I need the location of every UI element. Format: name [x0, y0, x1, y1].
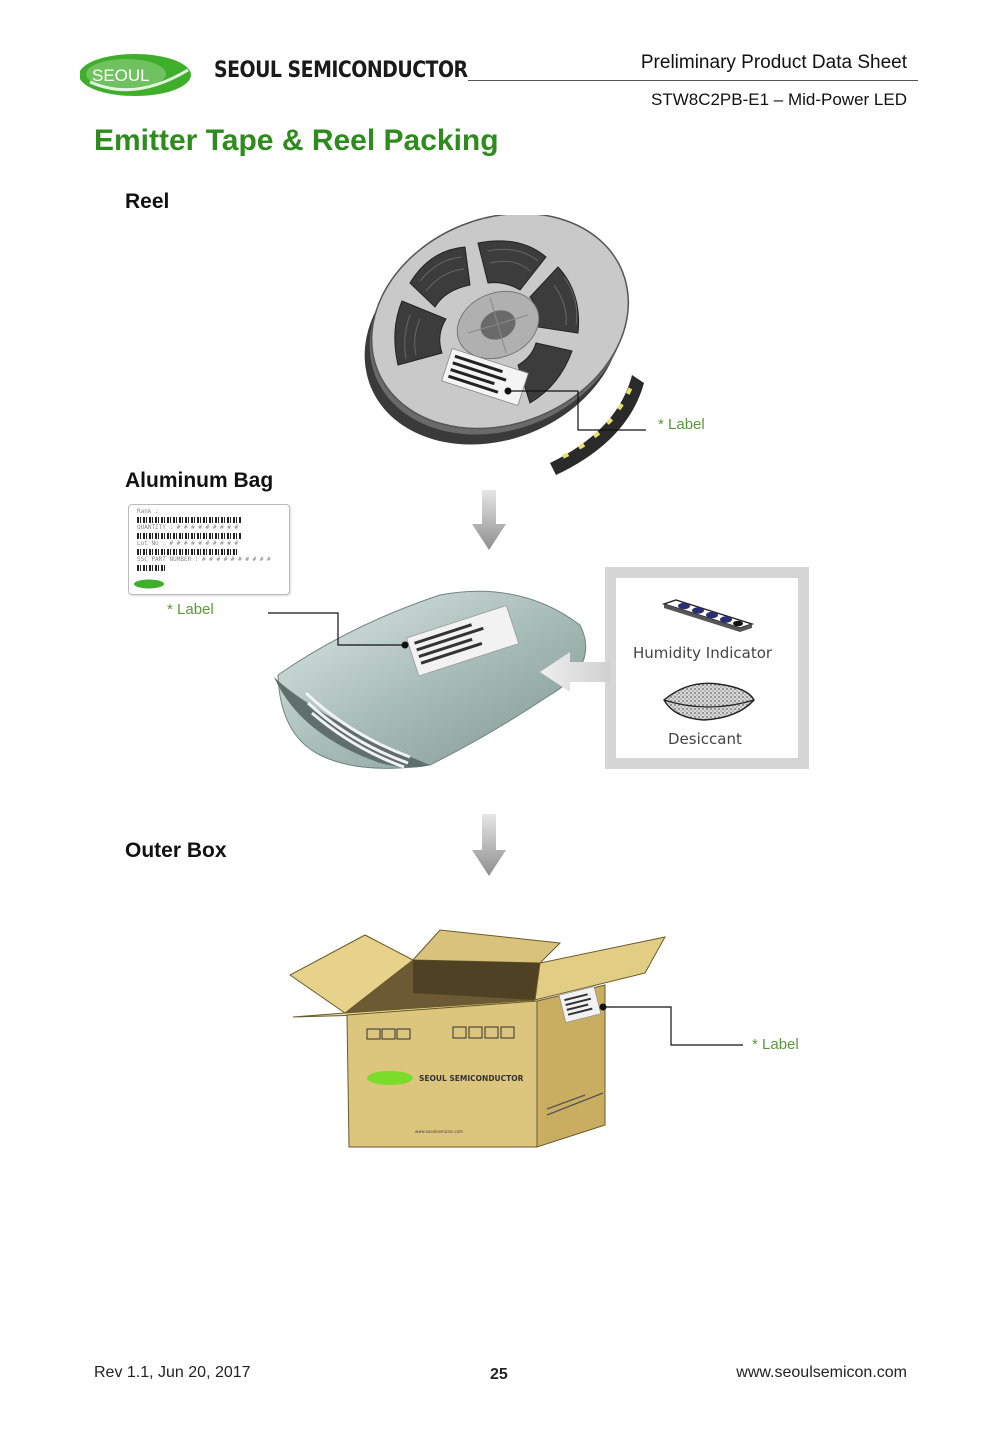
left-arrow-icon: [540, 652, 610, 692]
desiccant-icon: [663, 682, 755, 721]
box-label-callout: * Label: [752, 1036, 799, 1053]
section-title-aluminum-bag: Aluminum Bag: [125, 469, 274, 492]
humidity-indicator-icon: [661, 599, 755, 632]
reel-label-callout: * Label: [658, 416, 705, 433]
header-rule: [468, 80, 918, 81]
down-arrow-icon: [472, 490, 506, 550]
label-logo-icon: [134, 579, 164, 589]
reel-illustration: [364, 215, 646, 475]
seoul-logo: SEOUL: [80, 54, 191, 96]
box-brand-text: SEOUL SEMICONDUCTOR: [419, 1074, 524, 1083]
doc-type: Preliminary Product Data Sheet: [640, 52, 907, 73]
barcode: [137, 517, 241, 523]
down-arrow-icon: [472, 814, 506, 876]
aluminum-bag-illustration: [268, 590, 587, 769]
barcode: [137, 533, 241, 539]
insert-panel: [605, 567, 809, 769]
footer-website-link[interactable]: www.seoulsemicon.com: [736, 1364, 907, 1381]
humidity-indicator-label: Humidity Indicator: [633, 644, 773, 662]
desiccant-label: Desiccant: [668, 730, 742, 748]
insert-panel-inner: [616, 578, 798, 758]
page-title: Emitter Tape & Reel Packing: [94, 124, 499, 157]
footer-revision: Rev 1.1, Jun 20, 2017: [94, 1364, 251, 1381]
box-url-text: www.seoulsemicon.com: [415, 1129, 463, 1134]
doc-part-number: STW8C2PB-E1 – Mid-Power LED: [650, 90, 907, 109]
logo-text: SEOUL: [92, 66, 150, 85]
label-rank: Rank :: [137, 508, 159, 515]
barcode: [137, 549, 237, 555]
section-title-reel: Reel: [125, 190, 170, 213]
footer-page-number: 25: [490, 1366, 508, 1383]
label-quantity: QUANTITY : # # # # # # # # #: [137, 524, 239, 531]
label-part-number: SSC PART NUMBER : # # # # # # # # # #: [137, 556, 271, 563]
bag-label-card: Rank : QUANTITY : # # # # # # # # # Lot …: [128, 504, 290, 595]
section-title-outer-box: Outer Box: [125, 839, 227, 862]
barcode: [137, 565, 165, 571]
brand-name: SEOUL SEMICONDUCTOR: [214, 58, 468, 83]
label-lot-no: Lot No : # # # # # # # # # #: [137, 540, 239, 547]
outer-box-illustration: SEOUL SEMICONDUCTOR www.seoulsemicon.com: [289, 929, 743, 1148]
bag-label-callout: * Label: [167, 601, 214, 618]
